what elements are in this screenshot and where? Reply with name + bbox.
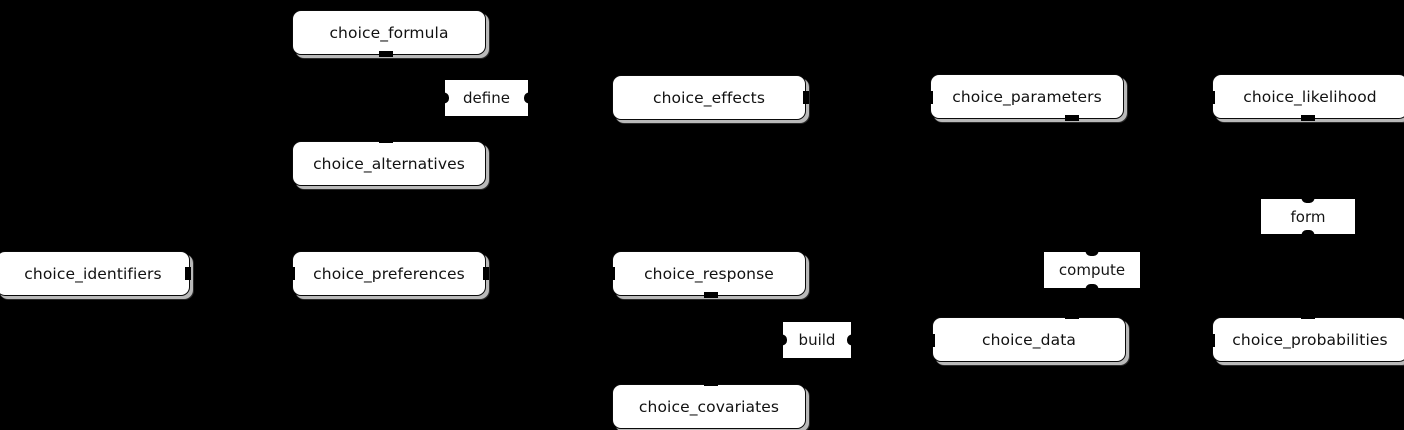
nub-effects-right [803, 91, 809, 104]
node-label-choice_effects: choice_effects [652, 88, 765, 107]
node-label-choice_data: choice_data [982, 330, 1076, 349]
nub-probabilities-left [1209, 334, 1215, 347]
node-choice_alternatives[interactable]: choice_alternatives [292, 141, 486, 186]
node-label-choice_response: choice_response [644, 264, 774, 283]
node-choice_probabilities[interactable]: choice_probabilities [1212, 317, 1404, 362]
node-label-choice_covariates: choice_covariates [638, 397, 780, 416]
edge-label-compute: compute [1044, 251, 1140, 289]
node-label-choice_preferences: choice_preferences [313, 264, 465, 283]
nub-parameters-bottom [1065, 115, 1079, 121]
node-label-choice_likelihood: choice_likelihood [1243, 87, 1377, 106]
node-choice_identifiers[interactable]: choice_identifiers [0, 251, 190, 296]
edge-label-notch-bottom [1301, 230, 1315, 235]
nub-likelihood-bottom [1301, 115, 1315, 121]
edge-alternatives-to-define [388, 97, 443, 141]
edge-label-notch-top [1301, 198, 1315, 203]
edge-label-notch-bottom [1085, 284, 1099, 289]
node-choice_parameters[interactable]: choice_parameters [930, 74, 1124, 119]
node-choice_covariates[interactable]: choice_covariates [612, 384, 806, 429]
edge-label-text-define: define [463, 89, 510, 107]
edge-covariates-to-build [710, 339, 781, 384]
node-choice_preferences[interactable]: choice_preferences [292, 251, 486, 296]
edge-response-to-build [710, 296, 781, 341]
nub-formula-bottom [379, 51, 393, 57]
edge-label-build: build [782, 322, 852, 358]
nub-response-left [609, 267, 615, 280]
node-label-choice_probabilities: choice_probabilities [1232, 330, 1388, 349]
edge-label-define: define [444, 80, 529, 116]
node-choice_formula[interactable]: choice_formula [292, 10, 486, 55]
node-choice_data[interactable]: choice_data [932, 317, 1126, 362]
edge-label-text-form: form [1290, 207, 1326, 226]
nub-preferences-right [483, 267, 489, 280]
nub-probabilities-top [1301, 313, 1315, 319]
nub-response-bottom [704, 292, 718, 298]
edge-label-notch-right [524, 92, 529, 104]
edge-label-text-compute: compute [1058, 261, 1126, 279]
node-label-choice_formula: choice_formula [329, 23, 449, 42]
nub-covariates-top [704, 380, 718, 386]
nub-data-left [929, 334, 935, 347]
nub-identifiers-right [185, 267, 191, 280]
edge-label-notch-left [444, 92, 449, 104]
edge-label-form: form [1261, 198, 1355, 235]
edge-formula-to-define [388, 55, 443, 99]
nub-likelihood-left [1209, 91, 1215, 104]
node-label-choice_alternatives: choice_alternatives [313, 154, 465, 173]
edge-label-text-build: build [798, 331, 836, 349]
edge-label-notch-left [782, 334, 787, 346]
node-choice_response[interactable]: choice_response [612, 251, 806, 296]
edge-label-notch-right [847, 334, 852, 346]
node-choice_likelihood[interactable]: choice_likelihood [1212, 74, 1404, 119]
nub-preferences-left [289, 267, 295, 280]
node-label-choice_parameters: choice_parameters [952, 87, 1102, 106]
nub-parameters-left [927, 91, 933, 104]
node-choice_effects[interactable]: choice_effects [612, 75, 806, 120]
nub-data-top [1065, 313, 1079, 319]
edge-label-notch-top [1085, 251, 1099, 256]
nub-alternatives-top [379, 137, 393, 143]
node-label-choice_identifiers: choice_identifiers [24, 264, 162, 283]
